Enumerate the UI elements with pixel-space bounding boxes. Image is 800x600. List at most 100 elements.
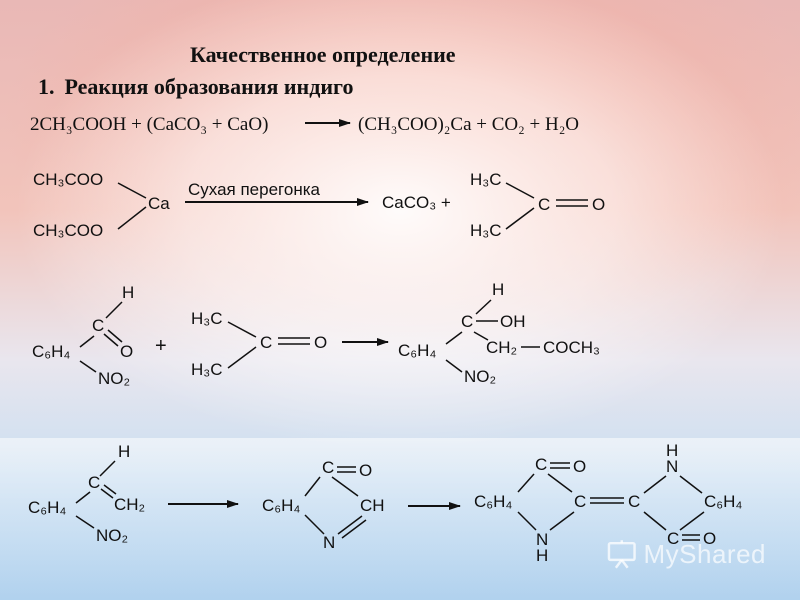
page-title: Качественное определение: [190, 42, 456, 67]
bond: [75, 491, 91, 504]
bond: [105, 301, 123, 319]
bond: [445, 359, 463, 373]
aldehyde-c: C: [92, 316, 104, 335]
bond: [473, 331, 489, 341]
vinyl-nitro: NO₂: [96, 526, 128, 545]
methyl-top: H₃C: [191, 309, 222, 328]
aldehyde-h: H: [122, 283, 134, 302]
product-ketone: COCH₃: [543, 338, 600, 357]
methyl-top: H₃C: [470, 170, 501, 189]
bond: [505, 182, 535, 199]
double-bond: [100, 488, 114, 499]
bond: [304, 476, 321, 497]
carbonyl-oxygen: O: [314, 333, 327, 352]
product-c: C: [461, 312, 473, 331]
presentation-board-icon: [607, 540, 636, 569]
carbonyl-carbon: C: [538, 195, 550, 214]
indigo-left-o: O: [573, 457, 586, 476]
intermediate-n: N: [323, 533, 335, 552]
product-nitro: NO₂: [464, 367, 496, 386]
watermark-text: MyShared: [643, 538, 766, 569]
indigo-right-c2: C: [667, 529, 679, 548]
aldehyde-nitro: NO₂: [98, 369, 130, 388]
nitrobenzaldehyde: H C O C₆H₄ NO₂: [32, 283, 134, 388]
bond: [475, 299, 492, 315]
acetone-product: H₃C H₃C C O: [470, 170, 605, 240]
bond: [304, 514, 325, 535]
nitrostyrene: H C CH₂ C₆H₄ NO₂: [28, 442, 145, 545]
eq1-reactants: 2CH₃COOH + (CaCO₃ + CaO): [30, 114, 268, 135]
methyl-bottom: H₃C: [470, 221, 501, 240]
product-h: H: [492, 280, 504, 299]
vinyl-ring: C₆H₄: [28, 498, 66, 517]
plus-sign: +: [155, 335, 167, 357]
background-glare: [0, 438, 800, 600]
indigo-product: C O C₆H₄ C N H H N C C₆H₄ C O: [474, 441, 742, 565]
indigo-left-n: N: [536, 530, 548, 549]
bond: [103, 333, 119, 347]
bond: [99, 460, 116, 477]
indigo-right-c: C: [628, 492, 640, 511]
bond: [517, 511, 537, 531]
bond: [679, 475, 703, 494]
methyl-bottom: H₃C: [191, 360, 222, 379]
intermediate-ch: CH: [360, 496, 385, 515]
bond: [679, 511, 705, 531]
bond: [79, 360, 97, 373]
aldehyde-o: O: [120, 342, 133, 361]
acetate-top: CH₃COO: [33, 170, 103, 189]
intermediate-o: O: [359, 461, 372, 480]
carbonyl-carbon: C: [260, 333, 272, 352]
bond: [227, 346, 257, 369]
bond: [517, 473, 535, 493]
bond: [643, 475, 667, 494]
bond: [79, 335, 95, 348]
calcium-label: Ca: [148, 194, 170, 213]
bond: [117, 182, 147, 199]
bond: [505, 207, 535, 230]
indigo-left-h: H: [536, 546, 548, 565]
product-chain: CH₂: [486, 338, 517, 357]
indigo-right-o: O: [703, 529, 716, 548]
bond: [547, 473, 573, 493]
intermediate-c: C: [322, 458, 334, 477]
aldol-product: H C OH C₆H₄ CH₂ COCH₃ NO₂: [398, 280, 600, 386]
indigo-right-ring: C₆H₄: [704, 492, 742, 511]
indigo-left-ring: C₆H₄: [474, 492, 512, 511]
indigo-left-c2: C: [574, 492, 586, 511]
vinyl-c: C: [88, 473, 100, 492]
section-number: 1.: [38, 74, 55, 99]
double-bond: [337, 515, 363, 535]
vinyl-ch2: CH₂: [114, 495, 145, 514]
carbonyl-oxygen: O: [592, 195, 605, 214]
bond: [643, 511, 667, 531]
bond: [445, 331, 463, 345]
product-ring: C₆H₄: [398, 341, 436, 360]
double-bond: [103, 484, 117, 495]
watermark: MyShared: [606, 537, 766, 571]
bond: [331, 476, 359, 497]
calcium-carbonate: CaCO₃ +: [382, 193, 451, 212]
eq1-products: (CH₃COO)₂Ca + CO₂ + H₂O: [358, 114, 579, 135]
bond: [75, 515, 95, 529]
product-oh: OH: [500, 312, 526, 331]
double-bond: [341, 519, 367, 539]
bond: [227, 321, 257, 338]
indigo-left-c: C: [535, 455, 547, 474]
bond: [549, 511, 575, 531]
indolone-intermediate: C O C₆H₄ CH N: [262, 458, 385, 552]
bond: [107, 329, 123, 343]
acetate-bottom: CH₃COO: [33, 221, 103, 240]
aldehyde-ring: C₆H₄: [32, 342, 70, 361]
vinyl-h: H: [118, 442, 130, 461]
section-label: Реакция образования индиго: [64, 74, 354, 99]
acetone-reagent: H₃C H₃C C O: [191, 309, 327, 379]
condition-label: Сухая перегонка: [188, 180, 321, 199]
indigo-right-n: N: [666, 457, 678, 476]
bond: [117, 206, 147, 230]
section-title: 1. Реакция образования индиго: [38, 74, 353, 100]
calcium-acetate: CH₃COO CH₃COO Ca: [33, 170, 170, 240]
indigo-right-h: H: [666, 441, 678, 460]
intermediate-ring: C₆H₄: [262, 496, 300, 515]
